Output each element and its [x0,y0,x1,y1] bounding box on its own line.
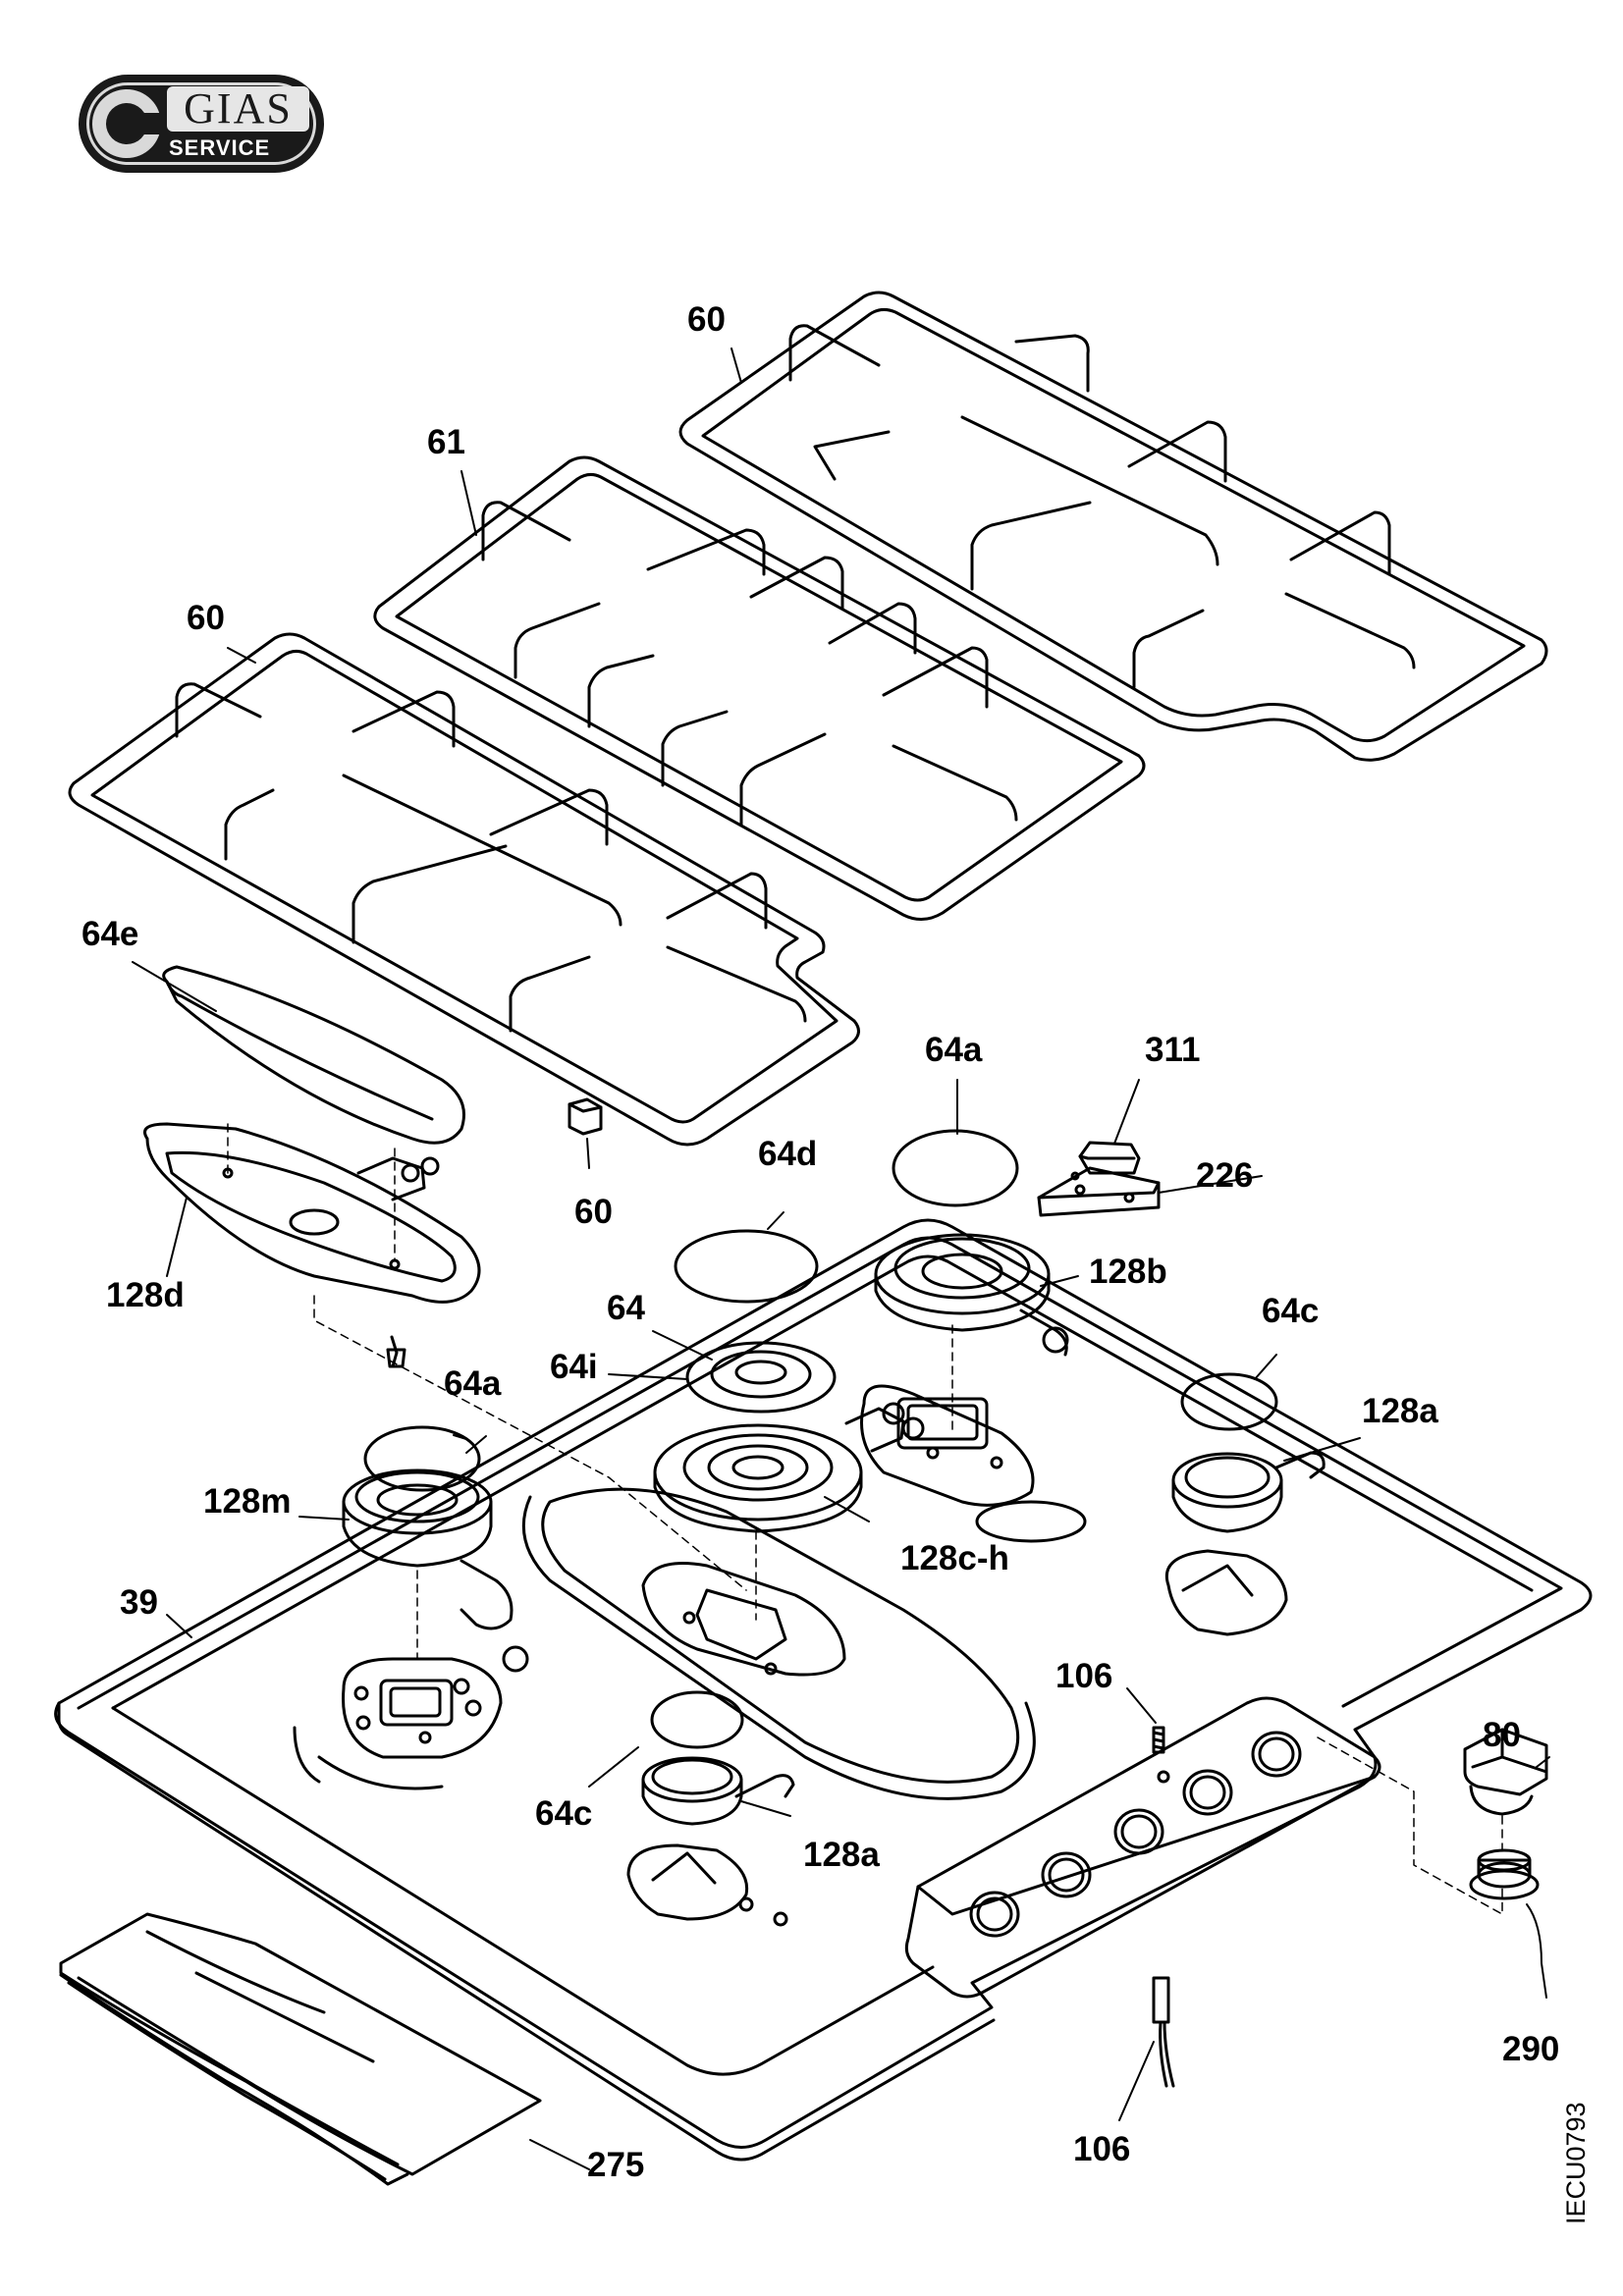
document-id: IECU0793 [1561,2102,1591,2224]
callout-64a-left: 64a [444,1364,502,1403]
burner-128a-bottom [641,1756,795,1826]
pan-support-61-middle [373,455,1146,921]
callout-60-top: 60 [687,300,726,339]
callout-128d: 128d [106,1276,185,1314]
callout-64i: 64i [550,1348,598,1386]
callout-39: 39 [120,1583,158,1622]
callout-128m: 128m [203,1482,292,1521]
callout-64d: 64d [758,1135,818,1173]
burner-128m [342,1468,529,1673]
callout-275: 275 [587,2146,645,2184]
logo-c-mark-icon [92,89,163,158]
callout-64a-top: 64a [925,1031,983,1069]
callout-60-left: 60 [187,599,225,637]
callout-60-foot: 60 [574,1193,613,1231]
cap-64c-bottom [650,1690,744,1749]
burner-128a-top [1171,1451,1325,1533]
logo-border [86,82,316,165]
callout-290: 290 [1502,2030,1560,2068]
part-311 [1078,1141,1141,1175]
burner-128c-h [653,1402,925,1533]
callout-106-top: 106 [1055,1657,1113,1695]
leader-lines [132,347,1550,2170]
pan-support-60-left [68,632,860,1147]
seal-275 [59,1912,542,2186]
screw-106-top [1152,1726,1165,1754]
callout-80: 80 [1483,1716,1521,1754]
callout-64c-bottom: 64c [535,1794,593,1833]
knob-bezel-290 [1469,1848,1540,1900]
callout-64c-top: 64c [1262,1292,1320,1330]
hob-39 [54,1218,1593,2162]
cap-64c-top [1180,1372,1278,1431]
callout-128a-bottom: 128a [803,1836,880,1874]
cap-64a-top [892,1129,1019,1207]
assembly-dash-lines [227,1123,1503,1915]
logo-name: GIAS [167,86,309,132]
bracket-226 [1037,1166,1161,1217]
callout-128a-top: 128a [1362,1392,1438,1430]
burner-128b [874,1233,1069,1357]
callout-128b: 128b [1089,1253,1167,1291]
callout-64: 64 [607,1289,645,1327]
callout-226: 226 [1196,1156,1254,1195]
callout-106-bottom: 106 [1073,2130,1131,2168]
callout-311: 311 [1145,1031,1201,1069]
knob-80 [1463,1728,1548,1816]
pan-support-60-right [678,291,1548,762]
fish-burner-128d [143,965,481,1368]
callout-61: 61 [427,423,465,461]
callout-128c-h: 128c-h [900,1539,1009,1577]
gias-service-logo: GIAS SERVICE [79,75,324,173]
logo-subtitle: SERVICE [169,135,271,160]
cap-64d [674,1229,819,1304]
callout-64e: 64e [81,915,139,953]
burner-64-64i [685,1341,837,1414]
cap-64a-left [363,1425,481,1492]
thermocouple-106-bottom [1152,1976,1175,2088]
